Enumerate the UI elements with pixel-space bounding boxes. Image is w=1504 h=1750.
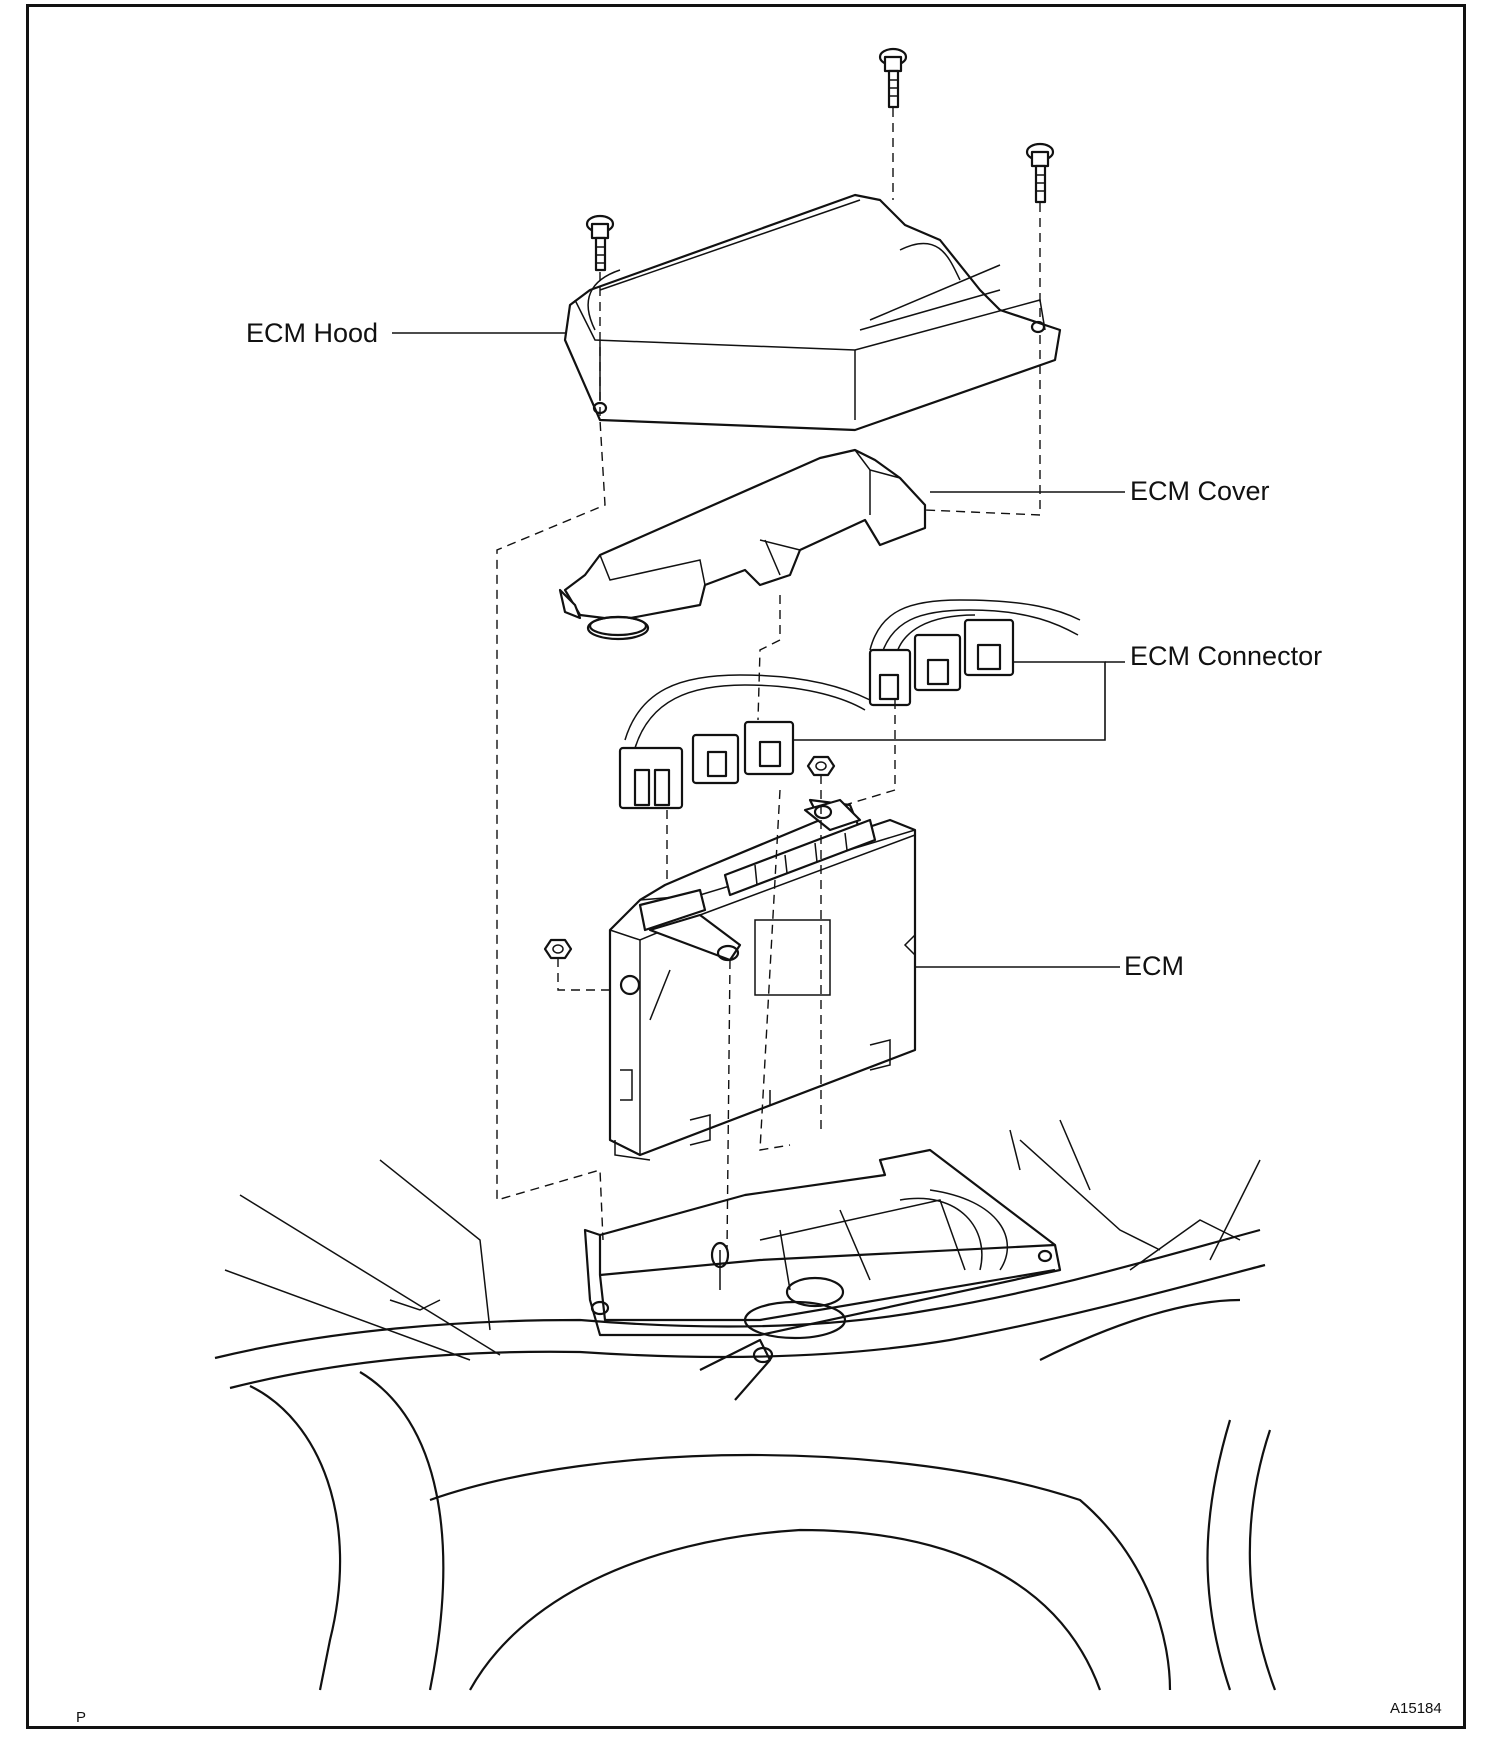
footer-left-code: P — [76, 1709, 87, 1726]
assembly-guide-lines — [496, 108, 1041, 1251]
vehicle-body-outline — [214, 1119, 1277, 1691]
ecm-cover-label: ECM Cover — [1130, 476, 1270, 506]
ecm-connector-left — [618, 674, 871, 810]
ecm-nut-left — [543, 938, 573, 960]
hood-bolt-left — [585, 214, 615, 272]
hood-bolt-right — [1025, 142, 1055, 204]
ecm-mounting-tray — [583, 1148, 1062, 1401]
label-leaders — [392, 332, 1125, 968]
ecm-unit — [608, 798, 917, 1161]
hood-bolt-center — [878, 47, 908, 109]
ecm-hood-label: ECM Hood — [246, 318, 379, 348]
ecm-nut-top — [806, 755, 836, 777]
ecm-cover — [558, 448, 927, 641]
ecm-connector-label: ECM Connector — [1130, 641, 1323, 671]
ecm-connector-right — [868, 599, 1081, 707]
figure-id: A15184 — [1390, 1700, 1442, 1717]
ecm-label: ECM — [1124, 951, 1184, 981]
ecm-hood — [563, 193, 1062, 432]
